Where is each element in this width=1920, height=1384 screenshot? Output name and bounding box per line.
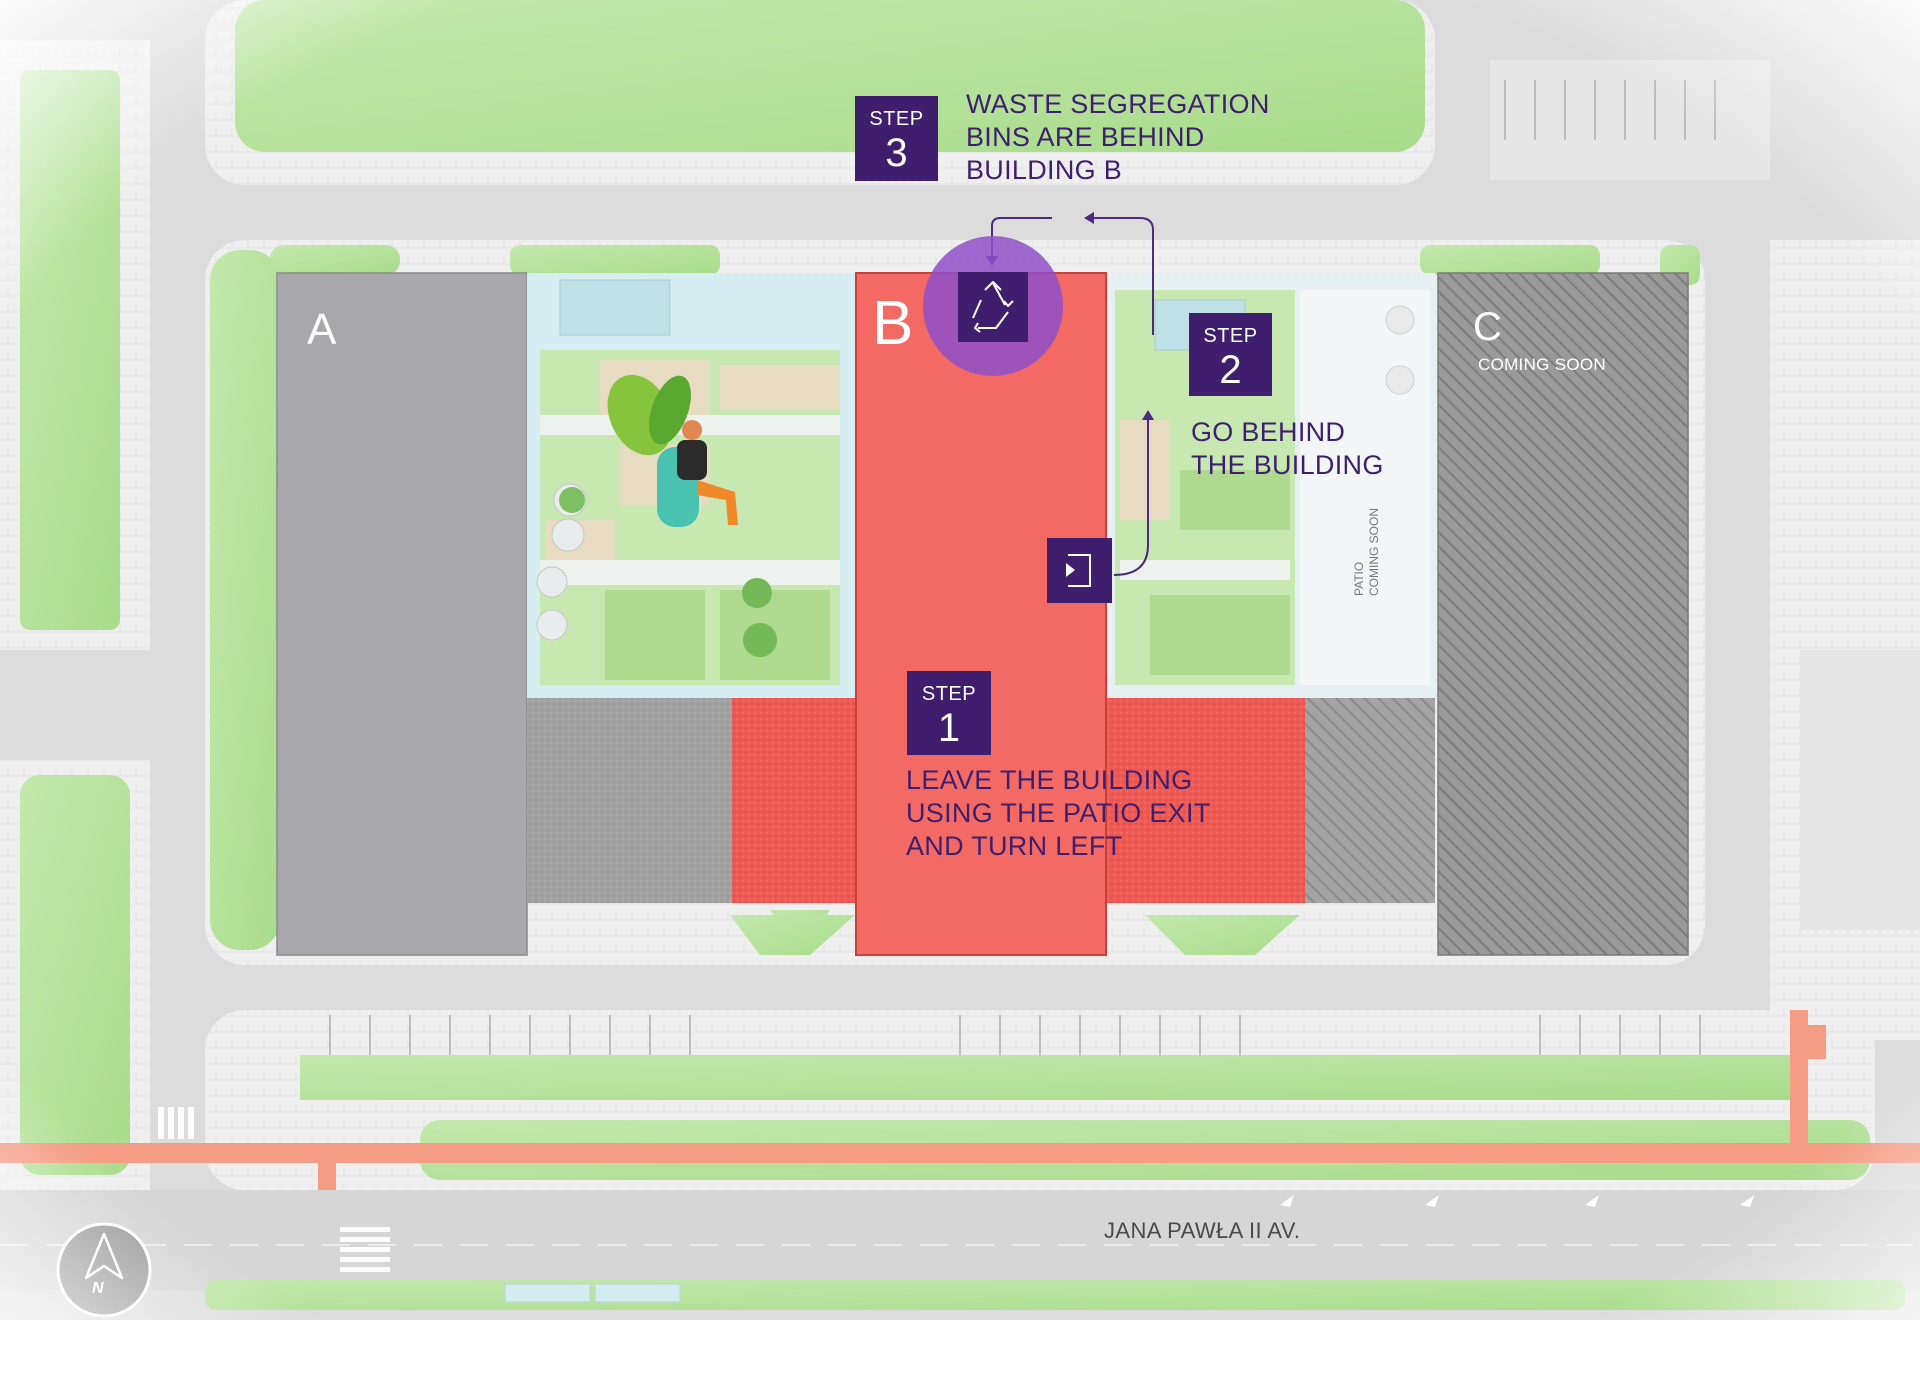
step-1-number: 1 [937,706,961,750]
step-3-badge: STEP 3 [855,96,938,181]
step-2-badge: STEP 2 [1189,313,1272,396]
step-3-number: 3 [885,131,908,175]
step-2-word: STEP [1203,325,1258,347]
step-3-instructions: WASTE SEGREGATION BINS ARE BEHIND BUILDI… [966,88,1270,187]
building-c-status: COMING SOON [1478,355,1606,374]
step-1-line: USING THE PATIO EXIT [906,798,1211,828]
step-1-instructions: LEAVE THE BUILDING USING THE PATIO EXIT … [906,764,1211,863]
compass-north-label: N [92,1280,104,1297]
step-2-number: 2 [1219,348,1242,392]
step-3-line: WASTE SEGREGATION [966,89,1270,119]
patio-coming-soon-label: PATIO COMING SOON [1352,508,1382,596]
step-1-line: LEAVE THE BUILDING [906,765,1193,795]
step-2-line: THE BUILDING [1191,450,1384,480]
patio-label-line: PATIO [1352,561,1366,596]
building-b-label: B [872,289,914,358]
patio-label-line: COMING SOON [1367,507,1381,596]
step-3-line: BINS ARE BEHIND [966,122,1205,152]
step-1-word: STEP [921,683,977,705]
step-3-line: BUILDING B [966,155,1123,185]
step-3-word: STEP [869,108,924,130]
step-2-instructions: GO BEHIND THE BUILDING [1191,416,1384,482]
building-a-label: A [307,305,337,354]
building-c-label: C [1473,305,1502,349]
street-name: JANA PAWŁA II AV. [1104,1218,1301,1243]
step-1-badge: STEP 1 [907,671,991,755]
step-2-line: GO BEHIND [1191,417,1346,447]
step-1-line: AND TURN LEFT [906,831,1123,861]
